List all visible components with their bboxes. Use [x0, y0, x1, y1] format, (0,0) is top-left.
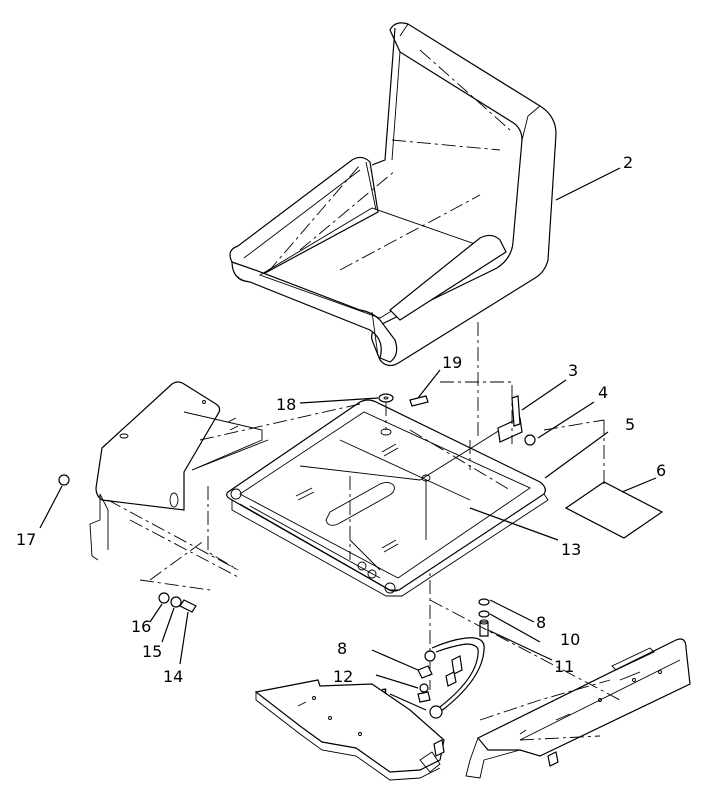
seat-cushion	[229, 22, 557, 367]
leader-8b	[489, 599, 535, 623]
callout-9: 10	[560, 630, 580, 649]
bolt-19	[409, 395, 429, 407]
callout-14: 14	[163, 667, 183, 686]
leader-16	[149, 603, 163, 623]
leader-5	[544, 431, 609, 479]
alignment-line	[139, 579, 211, 591]
leader-9	[489, 613, 541, 643]
leader-13	[469, 507, 559, 541]
left-hardware-stack	[417, 665, 433, 703]
alignment-line	[129, 519, 241, 579]
callout-17: 17	[16, 530, 36, 549]
alignment-line	[479, 679, 611, 721]
alignment-line	[149, 539, 206, 581]
callout-10: 11	[554, 657, 574, 676]
leader-11	[389, 693, 427, 711]
washer-18	[378, 393, 394, 436]
alignment-line	[429, 599, 621, 701]
leader-14	[179, 611, 189, 665]
leader-10	[487, 629, 553, 661]
leader-3	[521, 379, 567, 411]
leader-4	[537, 401, 595, 439]
callout-15: 15	[142, 642, 162, 661]
callout-19: 19	[442, 353, 462, 372]
callout-8b: 8	[536, 613, 546, 632]
callout-8a: 8	[337, 639, 347, 658]
leader-2	[555, 167, 621, 201]
switch-bracket	[440, 381, 536, 470]
ground-cable	[424, 637, 485, 719]
callout-16: 16	[131, 617, 151, 636]
leader-17	[39, 485, 63, 529]
callout-4: 4	[598, 383, 608, 402]
callout-5: 5	[625, 415, 635, 434]
decal-6	[543, 419, 664, 539]
leader-19	[417, 369, 441, 399]
leader-12	[375, 674, 419, 689]
callout-6: 6	[656, 461, 666, 480]
leader-6	[621, 477, 657, 493]
leader-8a	[371, 649, 419, 671]
alignment-line	[107, 499, 239, 571]
callout-2: 2	[623, 153, 633, 172]
nut-17	[58, 474, 70, 486]
left-seat-bracket	[89, 381, 361, 561]
right-hardware-stack	[478, 598, 490, 637]
bottom-right-mount-bracket	[465, 638, 691, 779]
leader-18	[299, 397, 379, 404]
bolt-washer-nut-stack	[158, 592, 197, 613]
callout-12: 12	[333, 667, 353, 686]
seat-slide-frame	[226, 399, 549, 597]
leader-15	[161, 607, 175, 643]
bottom-left-mount-plate	[254, 679, 445, 781]
callout-13: 13	[561, 540, 581, 559]
callout-3: 3	[568, 361, 578, 380]
callout-18: 18	[276, 395, 296, 414]
